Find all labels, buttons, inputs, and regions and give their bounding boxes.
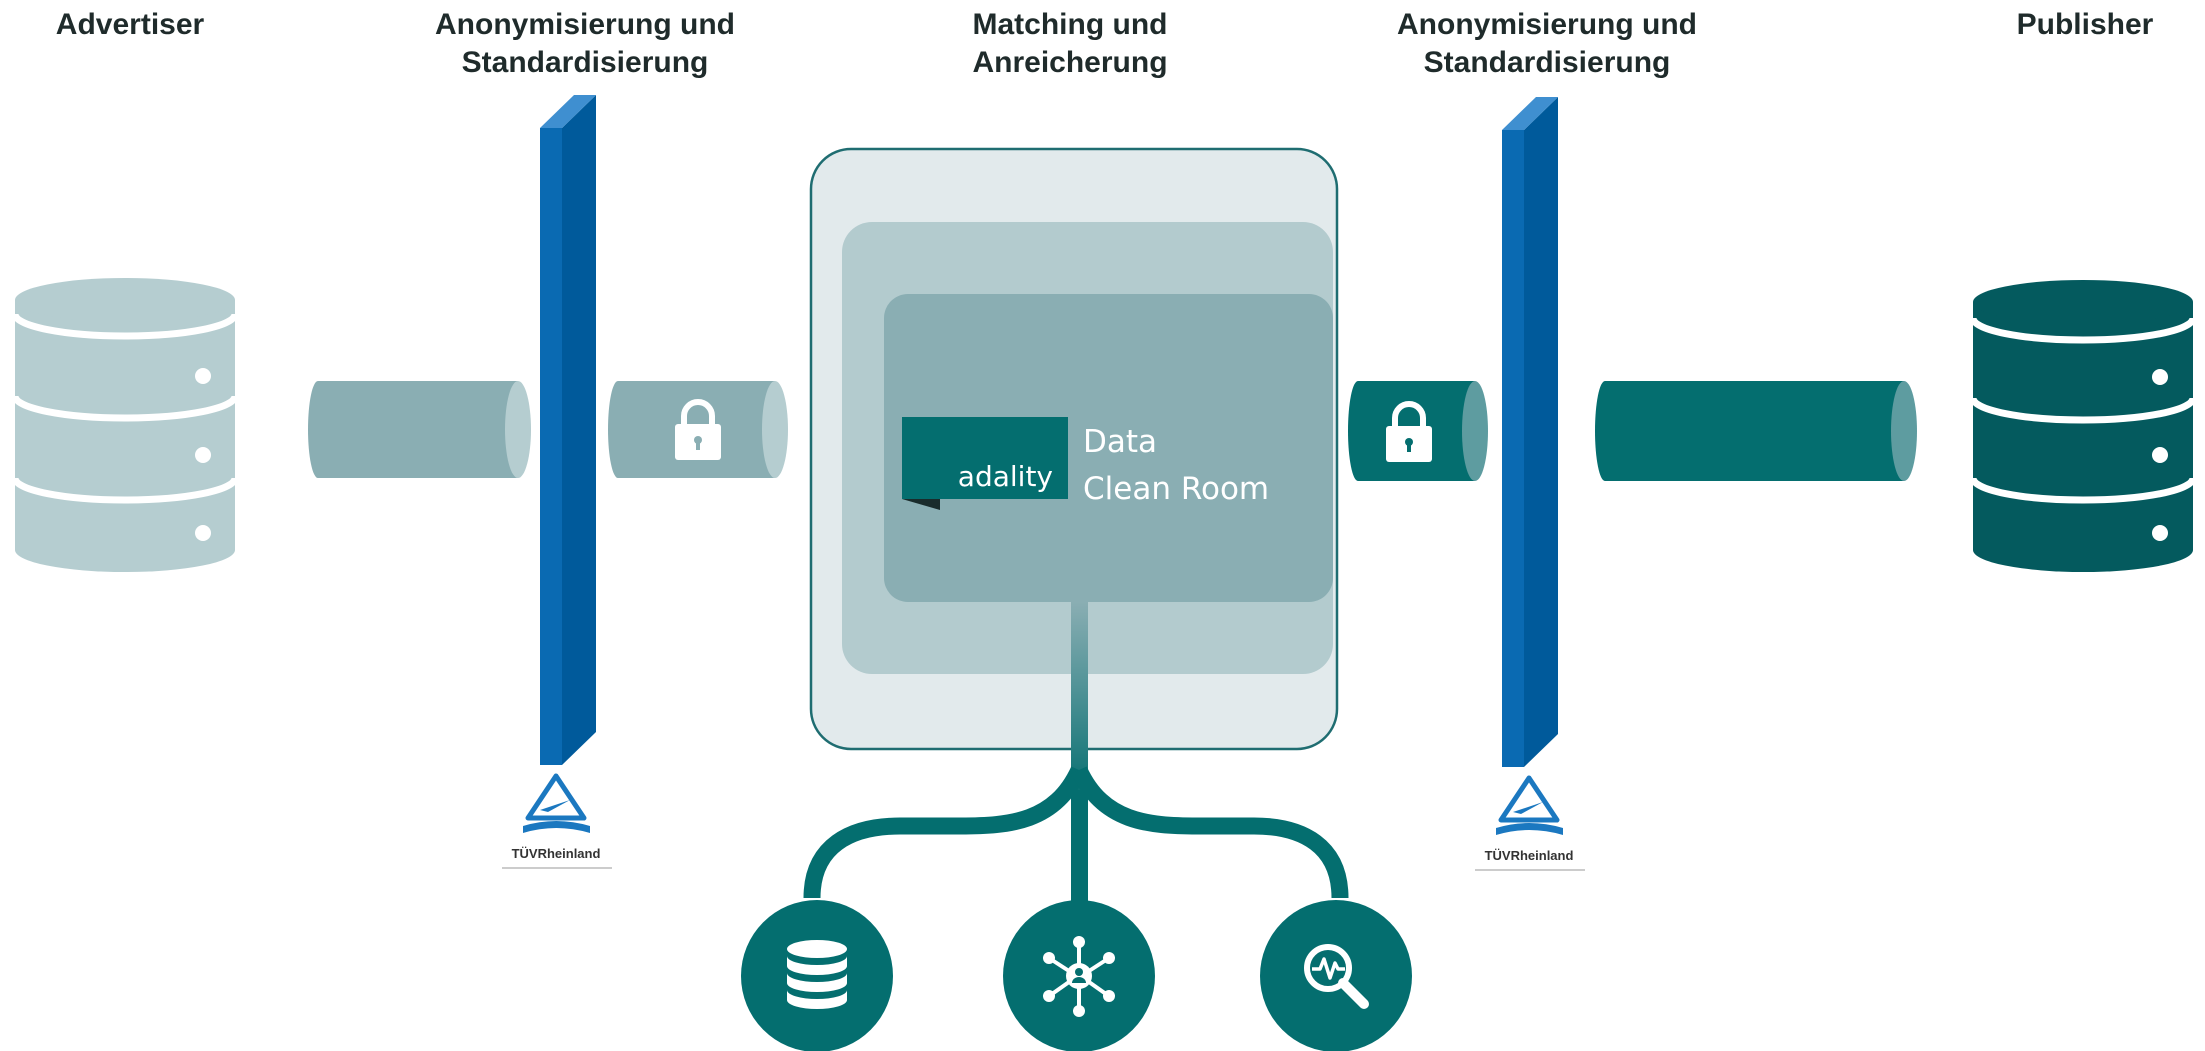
firewall-left: [540, 95, 596, 765]
bottom-analytics-search-icon: [1260, 900, 1412, 1051]
lock-icon: [1386, 401, 1432, 462]
label-anonymization-left-line2: Standardisierung: [461, 46, 709, 79]
label-anonymization-left: Anonymisierung und Standardisierung: [420, 6, 750, 82]
label-anonymization-left-line1: Anonymisierung und: [435, 8, 735, 41]
adality-logo: adality: [902, 417, 1068, 510]
tuv-rheinland-logo-left: TÜVRheinland: [502, 773, 612, 869]
adality-logo-text: adality: [958, 460, 1053, 493]
label-advertiser: Advertiser: [20, 6, 240, 44]
tuv-rheinland-text-left: TÜVRheinland: [512, 846, 601, 861]
advertiser-pipe: [308, 381, 531, 478]
label-matching-line2: Anreicherung: [972, 46, 1168, 79]
firewall-right: [1502, 97, 1558, 767]
lock-icon: [675, 399, 721, 460]
tuv-rheinland-logo-right: TÜVRheinland: [1475, 775, 1585, 871]
bottom-network-icon: [1003, 900, 1155, 1051]
tuv-rheinland-text-right: TÜVRheinland: [1485, 848, 1574, 863]
publisher-encrypted-pipe: [1348, 381, 1488, 481]
label-anonymization-right: Anonymisierung und Standardisierung: [1382, 6, 1712, 82]
label-advertiser-text: Advertiser: [55, 8, 205, 41]
label-publisher: Publisher: [1975, 6, 2195, 44]
clean-room-title-line1: Data: [1083, 424, 1157, 460]
publisher-database-icon: [1969, 280, 2197, 572]
clean-room: [809, 147, 1339, 751]
advertiser-database-icon: [11, 278, 239, 572]
label-matching: Matching und Anreicherung: [920, 6, 1220, 82]
clean-room-title-line2: Clean Room: [1083, 471, 1269, 507]
label-matching-line1: Matching und: [972, 8, 1168, 41]
advertiser-encrypted-pipe: [608, 381, 788, 478]
label-anonymization-right-line2: Standardisierung: [1423, 46, 1671, 79]
label-publisher-text: Publisher: [2016, 8, 2154, 41]
clean-room-connector: [803, 602, 1349, 910]
publisher-pipe: [1595, 381, 1917, 481]
label-anonymization-right-line1: Anonymisierung und: [1397, 8, 1697, 41]
bottom-database-icon: [741, 900, 893, 1051]
